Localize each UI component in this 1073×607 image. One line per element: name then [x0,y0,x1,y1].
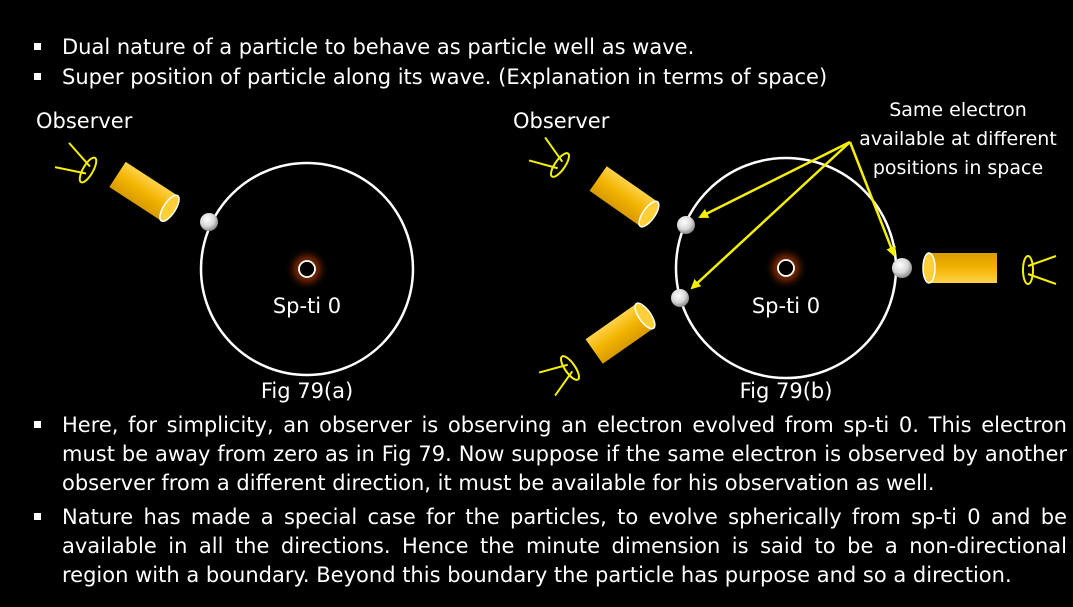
figure-79b: Observer Sp-ti 0 [513,99,1057,403]
figure-caption-a: Fig 79(a) [261,379,353,403]
bullet-square-icon [34,513,41,520]
annotation-line-3: positions in space [873,157,1043,179]
electron-ball-right [892,258,912,278]
light-beam-cylinder [109,161,180,222]
light-beam-cylinder [585,302,656,364]
electron-ball [200,213,218,231]
light-beam-cylinder [589,166,660,228]
bullet-text: Here, for simplicity, an observer is obs… [62,413,1067,495]
observer-label: Observer [513,109,610,133]
figure-79a: Observer Sp-ti 0 Fig 79(a) [36,109,415,403]
electron-orbit [199,161,415,377]
arrow-to-lower-electron [690,141,851,290]
arrow-to-upper-electron [698,140,851,219]
bullet-text: Super position of particle along its wav… [62,65,828,89]
center-label: Sp-ti 0 [273,294,341,318]
observer-label: Observer [36,109,133,133]
bullet-square-icon [34,421,41,428]
arrow-to-right-electron [848,141,896,257]
eye-icon [54,142,98,184]
light-beam-cylinder [922,252,997,284]
electron-ball-lower [671,289,689,307]
annotation-line-2: available at different [859,128,1057,150]
annotation-arrows [690,140,896,290]
bullet-text: Nature has made a special case for the p… [62,505,1067,587]
center-label: Sp-ti 0 [752,294,820,318]
sp-ti-0-point [298,260,316,278]
bullet-text: Dual nature of a particle to behave as p… [62,35,695,59]
electron-ball-upper [677,216,695,234]
eye-icon [538,355,581,397]
bullet-square-icon [34,73,41,80]
annotation-line-1: Same electron [889,99,1027,121]
eye-icon [1022,255,1057,285]
eye-icon [528,136,571,178]
figure-caption-b: Fig 79(b) [740,379,833,403]
bullet-square-icon [34,43,41,50]
sp-ti-0-point [777,259,795,277]
